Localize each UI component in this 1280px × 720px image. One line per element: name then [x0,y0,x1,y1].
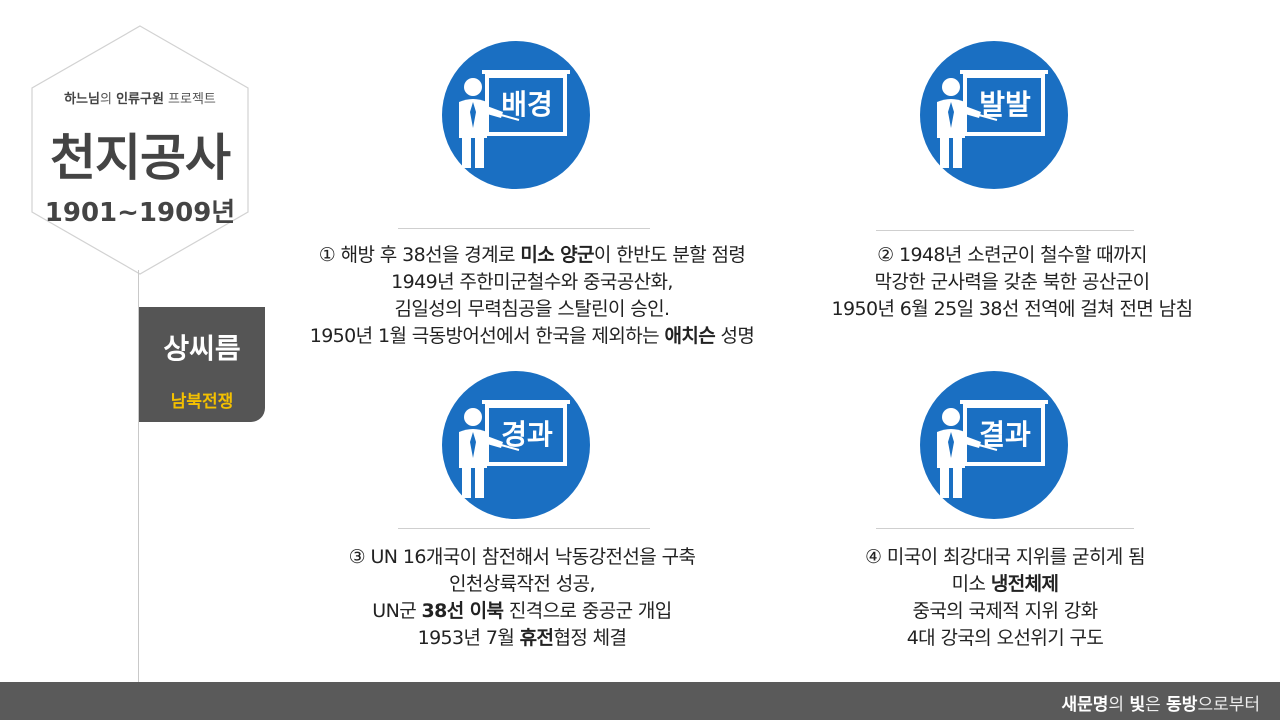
divider [876,528,1134,529]
presentation-icon-result: 결과 [919,370,1069,520]
result-text: ④ 미국이 최강대국 지위를 굳히게 됨 미소 냉전체제 중국의 국제적 지위 … [865,546,1146,649]
presentation-icon-background: 배경 [441,40,591,190]
icon-label: 경과 [501,418,553,451]
year-range: 1901~1909년 [44,198,236,228]
divider [398,528,650,529]
divider [398,228,650,229]
footer-slogan: 새문명의 빛은 동방으로부터 [1061,695,1261,715]
presentation-icon-outbreak: 발발 [919,40,1069,190]
footer-bar: 새문명의 빛은 동방으로부터 [0,682,1280,720]
icon-label: 배경 [501,88,553,121]
title-hexagon [31,25,249,275]
progress-text: ③ UN 16개국이 참전해서 낙동강전선을 구축 인천상륙작전 성공, UN군… [348,546,696,649]
divider [876,230,1134,231]
outbreak-text: ② 1948년 소련군이 철수할 때까지 막강한 군사력을 갖춘 북한 공산군이… [831,244,1194,320]
page-title: 천지공사 [50,129,231,187]
presentation-icon-progress: 경과 [441,370,591,520]
project-brand: 하느님의 인류구원 프로젝트 [64,92,216,107]
icon-label: 발발 [979,88,1031,121]
icon-label: 결과 [979,418,1031,451]
topic-tag: 상씨름 남북전쟁 [139,307,265,422]
timeline-line [138,270,139,682]
topic-title: 상씨름 [163,332,241,365]
topic-subtitle: 남북전쟁 [170,392,234,412]
background-text: ① 해방 후 38선을 경계로 미소 양군이 한반도 분할 점령 1949년 주… [309,244,755,347]
